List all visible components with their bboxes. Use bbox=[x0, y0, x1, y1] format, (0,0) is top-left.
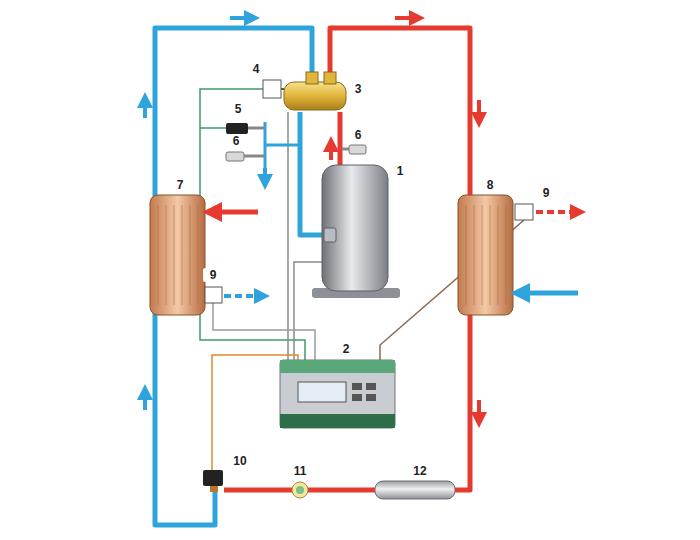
callout-number: 3 bbox=[348, 82, 368, 96]
callout-number: 10 bbox=[230, 454, 250, 468]
water-arrow bbox=[212, 210, 258, 215]
four-way-valve bbox=[284, 82, 346, 110]
suction-port bbox=[324, 228, 336, 242]
valve-body bbox=[210, 486, 218, 492]
controller bbox=[280, 360, 395, 428]
liquid-pipe bbox=[155, 298, 215, 525]
callout-number: 9 bbox=[203, 268, 223, 282]
suction-pipe bbox=[155, 28, 312, 210]
sensor-stem bbox=[244, 155, 265, 158]
plate-lines bbox=[158, 205, 198, 305]
flow-arrow bbox=[230, 16, 252, 20]
compressor bbox=[322, 165, 388, 291]
water-arrow bbox=[224, 294, 262, 298]
callout-number: 12 bbox=[410, 464, 430, 478]
temperature-sensor bbox=[515, 204, 533, 220]
callout-number: 5 bbox=[228, 102, 248, 116]
temperature-sensor bbox=[205, 287, 222, 303]
plate-heat-exchanger bbox=[458, 195, 513, 315]
plate-lines bbox=[466, 205, 506, 305]
water-arrow bbox=[520, 291, 578, 296]
plate-heat-exchanger bbox=[150, 195, 205, 315]
sight-glass-indicator bbox=[296, 486, 304, 494]
terminal-strip bbox=[280, 414, 395, 428]
transducer-stem bbox=[281, 88, 284, 90]
callout-number: 8 bbox=[480, 178, 500, 192]
controller-display bbox=[298, 382, 346, 402]
liquid-pipe bbox=[224, 310, 470, 490]
control-wire bbox=[200, 89, 305, 360]
controller-button bbox=[366, 383, 376, 390]
pressure-sensor bbox=[349, 145, 366, 154]
callout-number: 2 bbox=[336, 342, 356, 356]
callout-number: 6 bbox=[226, 134, 246, 148]
flow-arrow bbox=[263, 168, 267, 182]
valve-port bbox=[324, 72, 336, 84]
flow-arrow bbox=[395, 16, 417, 20]
callout-number: 11 bbox=[290, 464, 310, 478]
sight-glass bbox=[292, 482, 308, 498]
callout-number: 1 bbox=[390, 164, 410, 178]
discharge-pipe bbox=[338, 112, 343, 165]
liquid-receiver bbox=[375, 481, 455, 499]
callout-number: 7 bbox=[170, 178, 190, 192]
flow-arrow bbox=[329, 144, 333, 160]
valve-port bbox=[306, 72, 318, 84]
flow-arrow bbox=[143, 392, 147, 410]
sensor-branch bbox=[265, 122, 300, 168]
controller-button bbox=[366, 394, 376, 401]
switch-stem bbox=[248, 127, 265, 130]
callout-number: 4 bbox=[246, 62, 266, 76]
control-wire bbox=[294, 262, 325, 360]
pressure-sensor bbox=[226, 152, 244, 161]
controller-button bbox=[352, 383, 362, 390]
flow-arrow bbox=[477, 400, 481, 420]
sensor-stem bbox=[342, 148, 349, 151]
callout-number: 9 bbox=[536, 186, 556, 200]
water-arrow bbox=[536, 210, 578, 214]
pressure-transducer bbox=[263, 80, 281, 98]
terminal-strip bbox=[280, 360, 395, 373]
callout-number: 6 bbox=[348, 128, 368, 142]
flow-arrow bbox=[477, 100, 481, 120]
controller-button bbox=[352, 394, 362, 401]
control-wire bbox=[213, 302, 315, 360]
control-wire bbox=[200, 127, 226, 129]
control-wire bbox=[287, 112, 289, 360]
pressure-switch bbox=[226, 123, 248, 134]
expansion-valve bbox=[203, 470, 223, 486]
flow-arrow bbox=[143, 100, 147, 118]
